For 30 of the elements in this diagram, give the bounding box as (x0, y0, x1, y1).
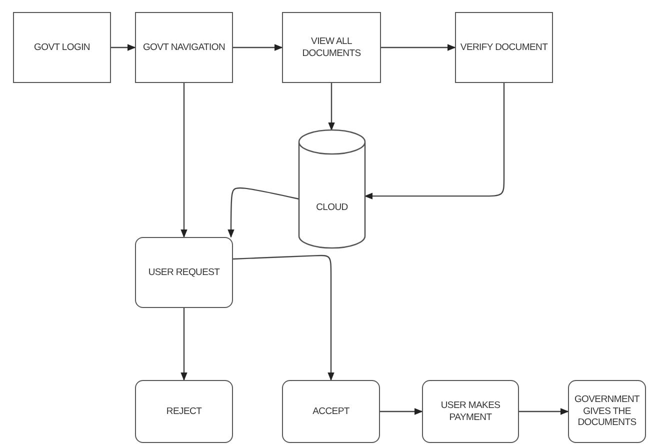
process-box (135, 12, 233, 83)
node-label: VERIFY DOCUMENT (460, 42, 548, 54)
process-box (282, 12, 381, 83)
process-box (13, 12, 111, 83)
arrow (380, 408, 423, 415)
arrow (180, 83, 188, 238)
arrow (519, 408, 569, 415)
arrow (180, 308, 188, 381)
node-label: USER MAKES PAYMENT (440, 400, 502, 424)
node-label: GOVT NAVIGATION (142, 42, 226, 54)
node-label: USER REQUEST (148, 266, 220, 278)
process-box (568, 380, 646, 443)
arrow (228, 187, 300, 238)
process-box (455, 12, 553, 83)
node-label: CLOUD (316, 202, 348, 214)
node-label: ACCEPT (312, 406, 350, 418)
process-box (135, 237, 233, 308)
process-box (135, 380, 233, 443)
node-label: GOVERNMENT GIVES THE DOCUMENTS (573, 394, 641, 430)
process-box (422, 380, 519, 443)
arrow (364, 83, 505, 200)
node-label: REJECT (166, 406, 202, 418)
arrow (232, 254, 334, 381)
process-box (282, 380, 380, 443)
arrow (111, 44, 136, 51)
node-label: GOVT LOGIN (34, 42, 90, 54)
node-label: VIEW ALL DOCUMENTS (301, 36, 362, 60)
arrow (381, 44, 456, 51)
arrow (233, 44, 283, 51)
arrow (328, 83, 335, 131)
